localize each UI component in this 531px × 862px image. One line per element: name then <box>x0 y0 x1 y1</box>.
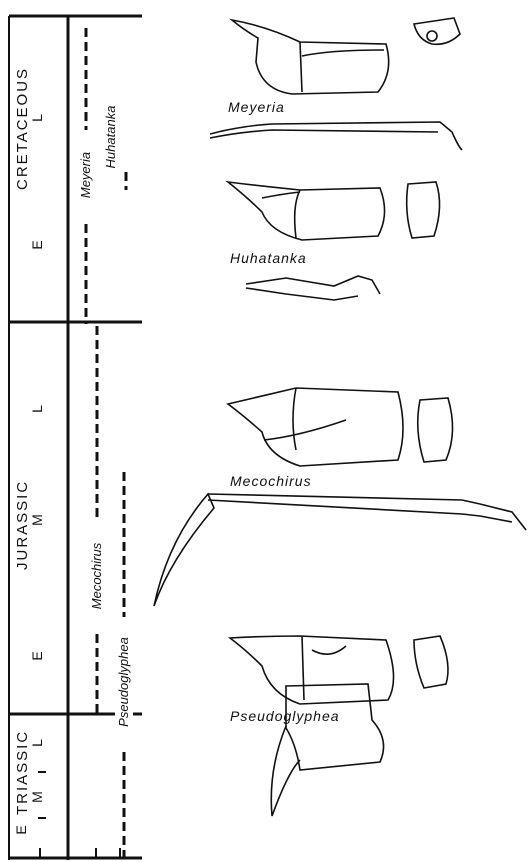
meyeria-claw-detail <box>427 31 437 41</box>
huhatanka-leg <box>246 276 380 300</box>
huhatanka-claw <box>407 182 440 238</box>
period-label-cretaceous: CRETACEOUS <box>13 90 33 190</box>
taxon-label-pseudoglyphea: Pseudoglyphea <box>115 617 133 747</box>
caption-mecochirus: Mecochirus <box>230 473 312 489</box>
fossil-drawings <box>154 18 526 816</box>
epoch-label-triassic-middle: M <box>27 787 47 807</box>
caption-pseudoglyphea: Pseudoglyphea <box>230 708 340 724</box>
epoch-label-cretaceous-early: E <box>27 235 47 255</box>
epoch-label-cretaceous-late: L <box>27 108 47 128</box>
epoch-label-triassic-early: E <box>11 820 31 840</box>
meyeria-carapace-groove <box>300 42 384 92</box>
pseudoglyphea-leg <box>286 684 384 770</box>
pseudoglyphea-claw <box>414 636 448 688</box>
mecochirus-claw <box>418 398 453 462</box>
pseudoglyphea-finger <box>271 726 300 816</box>
huhatanka-carapace-groove <box>262 190 300 238</box>
meyeria-carapace <box>232 20 389 94</box>
taxon-label-huhatanka: Huhatanka <box>102 82 120 192</box>
caption-huhatanka: Huhatanka <box>230 250 307 266</box>
taxon-label-meyeria: Meyeria <box>77 130 95 220</box>
meyeria-leg <box>210 122 462 150</box>
meyeria-claw <box>414 18 460 44</box>
epoch-label-jurassic-late: L <box>27 399 47 419</box>
epoch-label-jurassic-middle: M <box>27 510 47 530</box>
caption-meyeria: Meyeria <box>228 99 285 115</box>
huhatanka-carapace <box>228 182 385 240</box>
taxon-label-mecochirus: Mecochirus <box>88 521 106 631</box>
mecochirus-dactyl <box>154 494 214 606</box>
pseudoglyphea-carapace-groove <box>302 636 346 700</box>
mecochirus-carapace-groove <box>264 388 346 450</box>
mecochirus-leg <box>208 494 526 530</box>
epoch-label-triassic-late: L <box>27 733 47 753</box>
mecochirus-carapace <box>228 388 403 466</box>
epoch-label-jurassic-early: E <box>27 646 47 666</box>
